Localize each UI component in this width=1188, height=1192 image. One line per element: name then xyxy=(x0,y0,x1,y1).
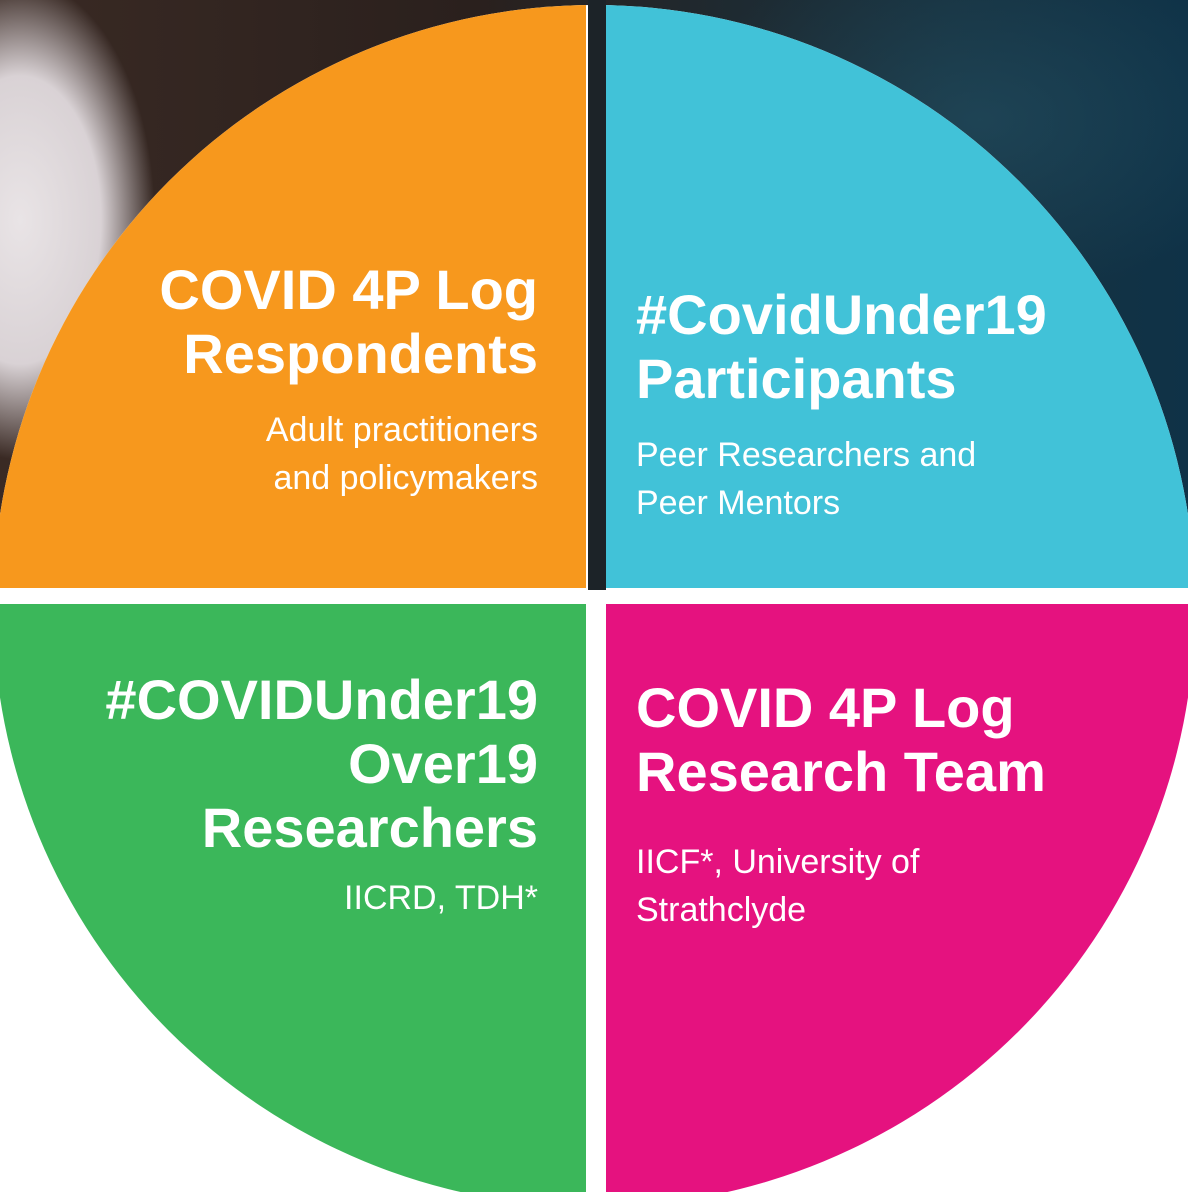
research-team-subtitle-line-2: Strathclyde xyxy=(636,891,807,929)
research-team-title-line-1: COVID 4P Log xyxy=(636,676,1015,739)
research-team-subtitle-line-1: IICF*, University of xyxy=(636,843,920,881)
researchers-label: #COVIDUnder19 Over19 Researchers IICRD, … xyxy=(105,668,538,922)
respondents-label: COVID 4P Log Respondents Adult practitio… xyxy=(159,258,538,502)
respondents-title-line-1: COVID 4P Log xyxy=(159,258,538,321)
participants-subtitle-line-1: Peer Researchers and xyxy=(636,436,977,474)
researchers-subtitle-line-1: IICRD, TDH* xyxy=(344,879,538,917)
horizontal-divider xyxy=(0,590,1188,601)
research-team-label: COVID 4P Log Research Team IICF*, Univer… xyxy=(636,676,1046,934)
participants-label: #CovidUnder19 Participants Peer Research… xyxy=(636,283,1047,527)
quadrant-participants xyxy=(606,5,1188,588)
research-team-title-line-2: Research Team xyxy=(636,740,1046,803)
researchers-title-line-1: #COVIDUnder19 xyxy=(105,668,538,731)
respondents-subtitle-line-2: and policymakers xyxy=(273,459,538,497)
participants-title-line-1: #CovidUnder19 xyxy=(636,283,1047,346)
quadrant-respondents xyxy=(0,5,586,588)
vertical-divider xyxy=(588,0,606,590)
participants-subtitle-line-2: Peer Mentors xyxy=(636,484,841,522)
respondents-subtitle-line-1: Adult practitioners xyxy=(265,411,538,449)
respondents-title-line-2: Respondents xyxy=(183,322,538,385)
participants-title-line-2: Participants xyxy=(636,347,957,410)
quadrant-researchers xyxy=(0,604,586,1192)
researchers-title-line-2: Over19 xyxy=(348,732,538,795)
researchers-title-line-3: Researchers xyxy=(201,796,538,859)
quadrant-research-team xyxy=(606,604,1188,1192)
